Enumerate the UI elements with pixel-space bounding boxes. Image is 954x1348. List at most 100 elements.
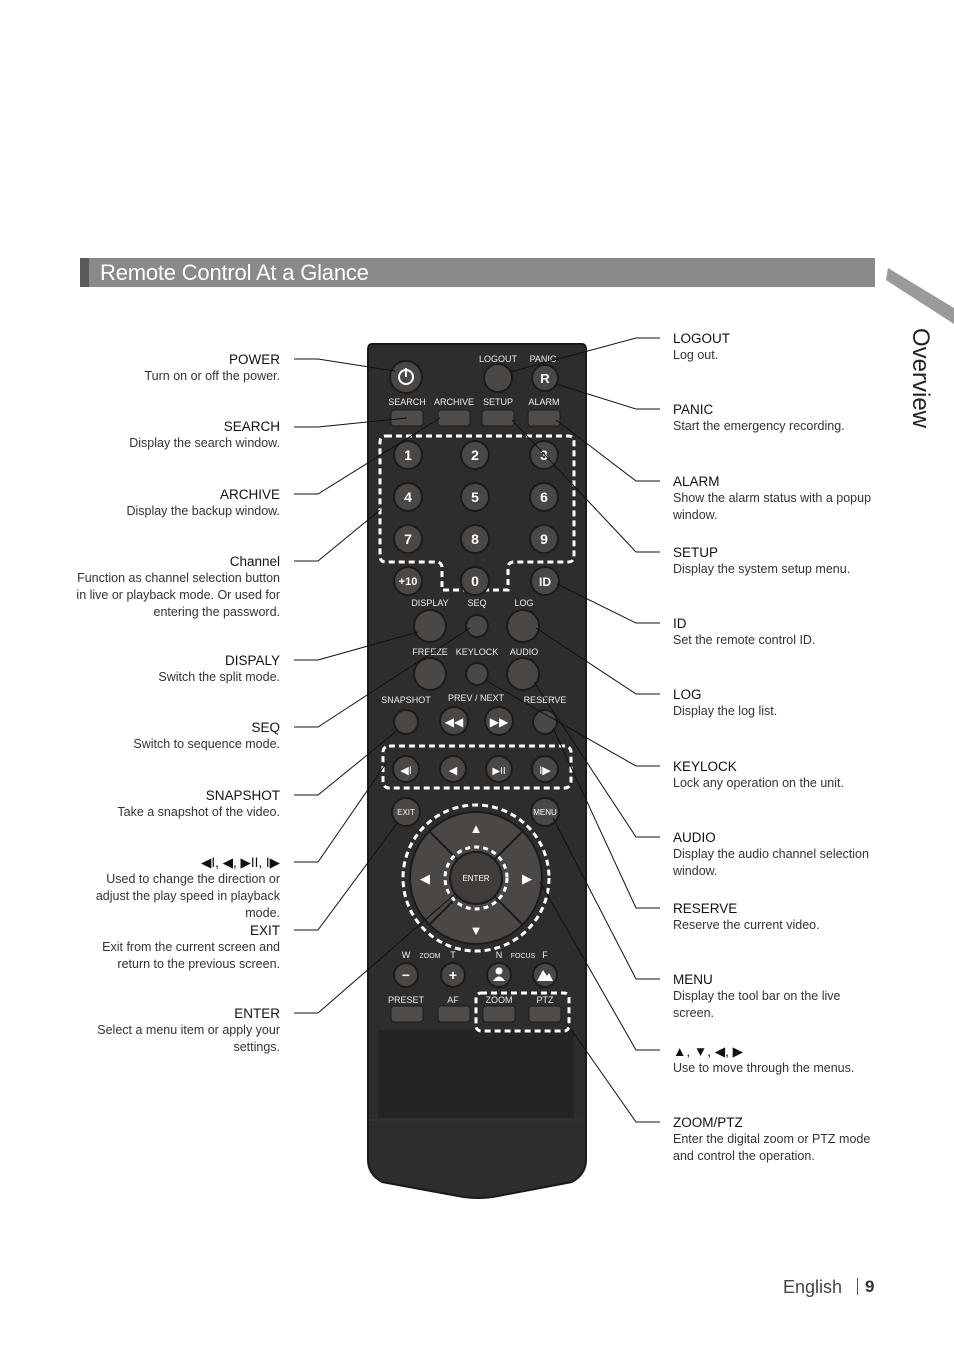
- exit-label: EXIT: [397, 808, 415, 817]
- reverse-button: [439, 755, 467, 783]
- callout-desc: Used to change the direction or adjust t…: [95, 872, 280, 920]
- callout-title: LOG: [673, 687, 702, 702]
- prev-button: [439, 706, 469, 736]
- leader-power: [294, 358, 396, 372]
- leader-zoom-ptz: [565, 1021, 660, 1123]
- plus10-label: +10: [399, 576, 418, 588]
- callout-panic: PANIC Start the emergency recording.: [673, 401, 883, 435]
- reserve-button: [532, 709, 558, 735]
- exit-button: [391, 797, 421, 827]
- side-tab-shape: [886, 268, 954, 438]
- digit-3-label: 3: [540, 447, 548, 463]
- play-pause-button: [485, 755, 513, 783]
- reserve-label: RESERVE: [524, 695, 567, 705]
- callout-setup: SETUP Display the system setup menu.: [673, 544, 883, 578]
- callout-alarm: ALARM Show the alarm status with a popup…: [673, 473, 883, 524]
- dpad-highlight-ring: [401, 803, 551, 953]
- digit-6-button: [529, 482, 559, 512]
- digit-7-label: 7: [404, 531, 412, 547]
- zoom-small-label: ZOOM: [420, 953, 441, 960]
- t-label: T: [450, 950, 456, 960]
- channel-highlight-box: [378, 434, 576, 592]
- leader-snapshot: [294, 729, 399, 796]
- setup-label: SETUP: [483, 397, 513, 407]
- focus-small-label: FOCUS: [511, 953, 536, 960]
- person-icon-body: [493, 976, 505, 981]
- focus-near-button: [486, 962, 512, 988]
- archive-button: [437, 409, 471, 427]
- callout-desc: Lock any operation on the unit.: [673, 776, 844, 790]
- callout-keylock: KEYLOCK Lock any operation on the unit.: [673, 758, 883, 792]
- leader-archive: [294, 417, 441, 495]
- callout-desc: Log out.: [673, 348, 719, 362]
- leader-keylock: [484, 679, 660, 767]
- callout-desc: Display the log list.: [673, 704, 778, 718]
- plus10-button: [393, 566, 423, 596]
- callout-title: ▲, ▼, ◀, ▶: [673, 1044, 743, 1059]
- callout-id: ID Set the remote control ID.: [673, 615, 883, 649]
- callout-desc: Show the alarm status with a popup windo…: [673, 491, 872, 522]
- callout-archive: ARCHIVE Display the backup window.: [50, 486, 280, 520]
- callout-title: SNAPSHOT: [205, 788, 280, 803]
- leader-lines-right: [484, 337, 660, 1123]
- seq-label: SEQ: [467, 598, 486, 608]
- alarm-label: ALARM: [528, 397, 559, 407]
- right-arrow-icon: ▶: [522, 871, 532, 886]
- callout-title: SEQ: [251, 720, 280, 735]
- page-number: 9: [865, 1277, 875, 1296]
- id-label: ID: [539, 575, 551, 589]
- digit-6-label: 6: [540, 489, 548, 505]
- callout-desc: Start the emergency recording.: [673, 419, 845, 433]
- leader-exit: [294, 821, 399, 931]
- footer-language: English: [783, 1277, 843, 1297]
- step-forward-icon: I▶: [539, 765, 551, 777]
- leader-playback: [294, 761, 388, 863]
- digit-5-label: 5: [471, 489, 479, 505]
- leader-log: [535, 627, 660, 695]
- snapshot-label: SNAPSHOT: [381, 695, 431, 705]
- audio-button: [506, 657, 540, 691]
- callout-arrows: ▲, ▼, ◀, ▶ Use to move through the menus…: [673, 1043, 883, 1077]
- zoom-in-button: [440, 962, 466, 988]
- digit-4-button: [393, 482, 423, 512]
- callout-title: ALARM: [673, 474, 720, 489]
- callout-enter: ENTER Select a menu item or apply your s…: [95, 1005, 280, 1056]
- remote-lower-panel: [378, 1030, 574, 1118]
- step-back-icon: ◀I: [400, 765, 412, 777]
- digit-buttons: 1 2 3 4 5 6 7 8 9: [393, 440, 559, 554]
- panic-button: [531, 364, 559, 392]
- callout-zoom-ptz: ZOOM/PTZ Enter the digital zoom or PTZ m…: [673, 1114, 883, 1165]
- leader-seq: [294, 627, 471, 728]
- play-pause-icon: ▶II: [492, 766, 505, 777]
- leader-enter: [294, 893, 456, 1014]
- logout-label: LOGOUT: [479, 354, 518, 364]
- search-label: SEARCH: [388, 397, 426, 407]
- n-label: N: [496, 950, 503, 960]
- leader-menu: [552, 817, 660, 980]
- callout-title: AUDIO: [673, 830, 716, 845]
- preset-label: PRESET: [388, 995, 425, 1005]
- enter-highlight-ring: [443, 845, 509, 911]
- digit-1-button: [393, 440, 423, 470]
- callout-desc: Take a snapshot of the video.: [117, 805, 280, 819]
- callout-playback: ◀I, ◀, ▶II, I▶ Used to change the direct…: [70, 854, 280, 922]
- digit-1-label: 1: [404, 447, 412, 463]
- callout-desc: Enter the digital zoom or PTZ mode and c…: [673, 1132, 871, 1163]
- step-back-button: [392, 755, 420, 783]
- panic-key-letter: R: [540, 371, 550, 386]
- callout-desc: Switch to sequence mode.: [133, 737, 280, 751]
- callout-log: LOG Display the log list.: [673, 686, 883, 720]
- digit-8-label: 8: [471, 531, 479, 547]
- display-label: DISPLAY: [411, 598, 448, 608]
- af-label: AF: [447, 995, 459, 1005]
- ptz-button: [528, 1005, 562, 1023]
- seq-button: [465, 614, 489, 638]
- leader-id: [556, 583, 660, 624]
- callout-title: POWER: [228, 352, 280, 367]
- digit-0-button: [460, 566, 490, 596]
- callout-snapshot: SNAPSHOT Take a snapshot of the video.: [50, 787, 280, 821]
- up-arrow-icon: ▲: [470, 821, 483, 836]
- freeze-label: FREEZE: [412, 647, 448, 657]
- display-button: [413, 609, 447, 643]
